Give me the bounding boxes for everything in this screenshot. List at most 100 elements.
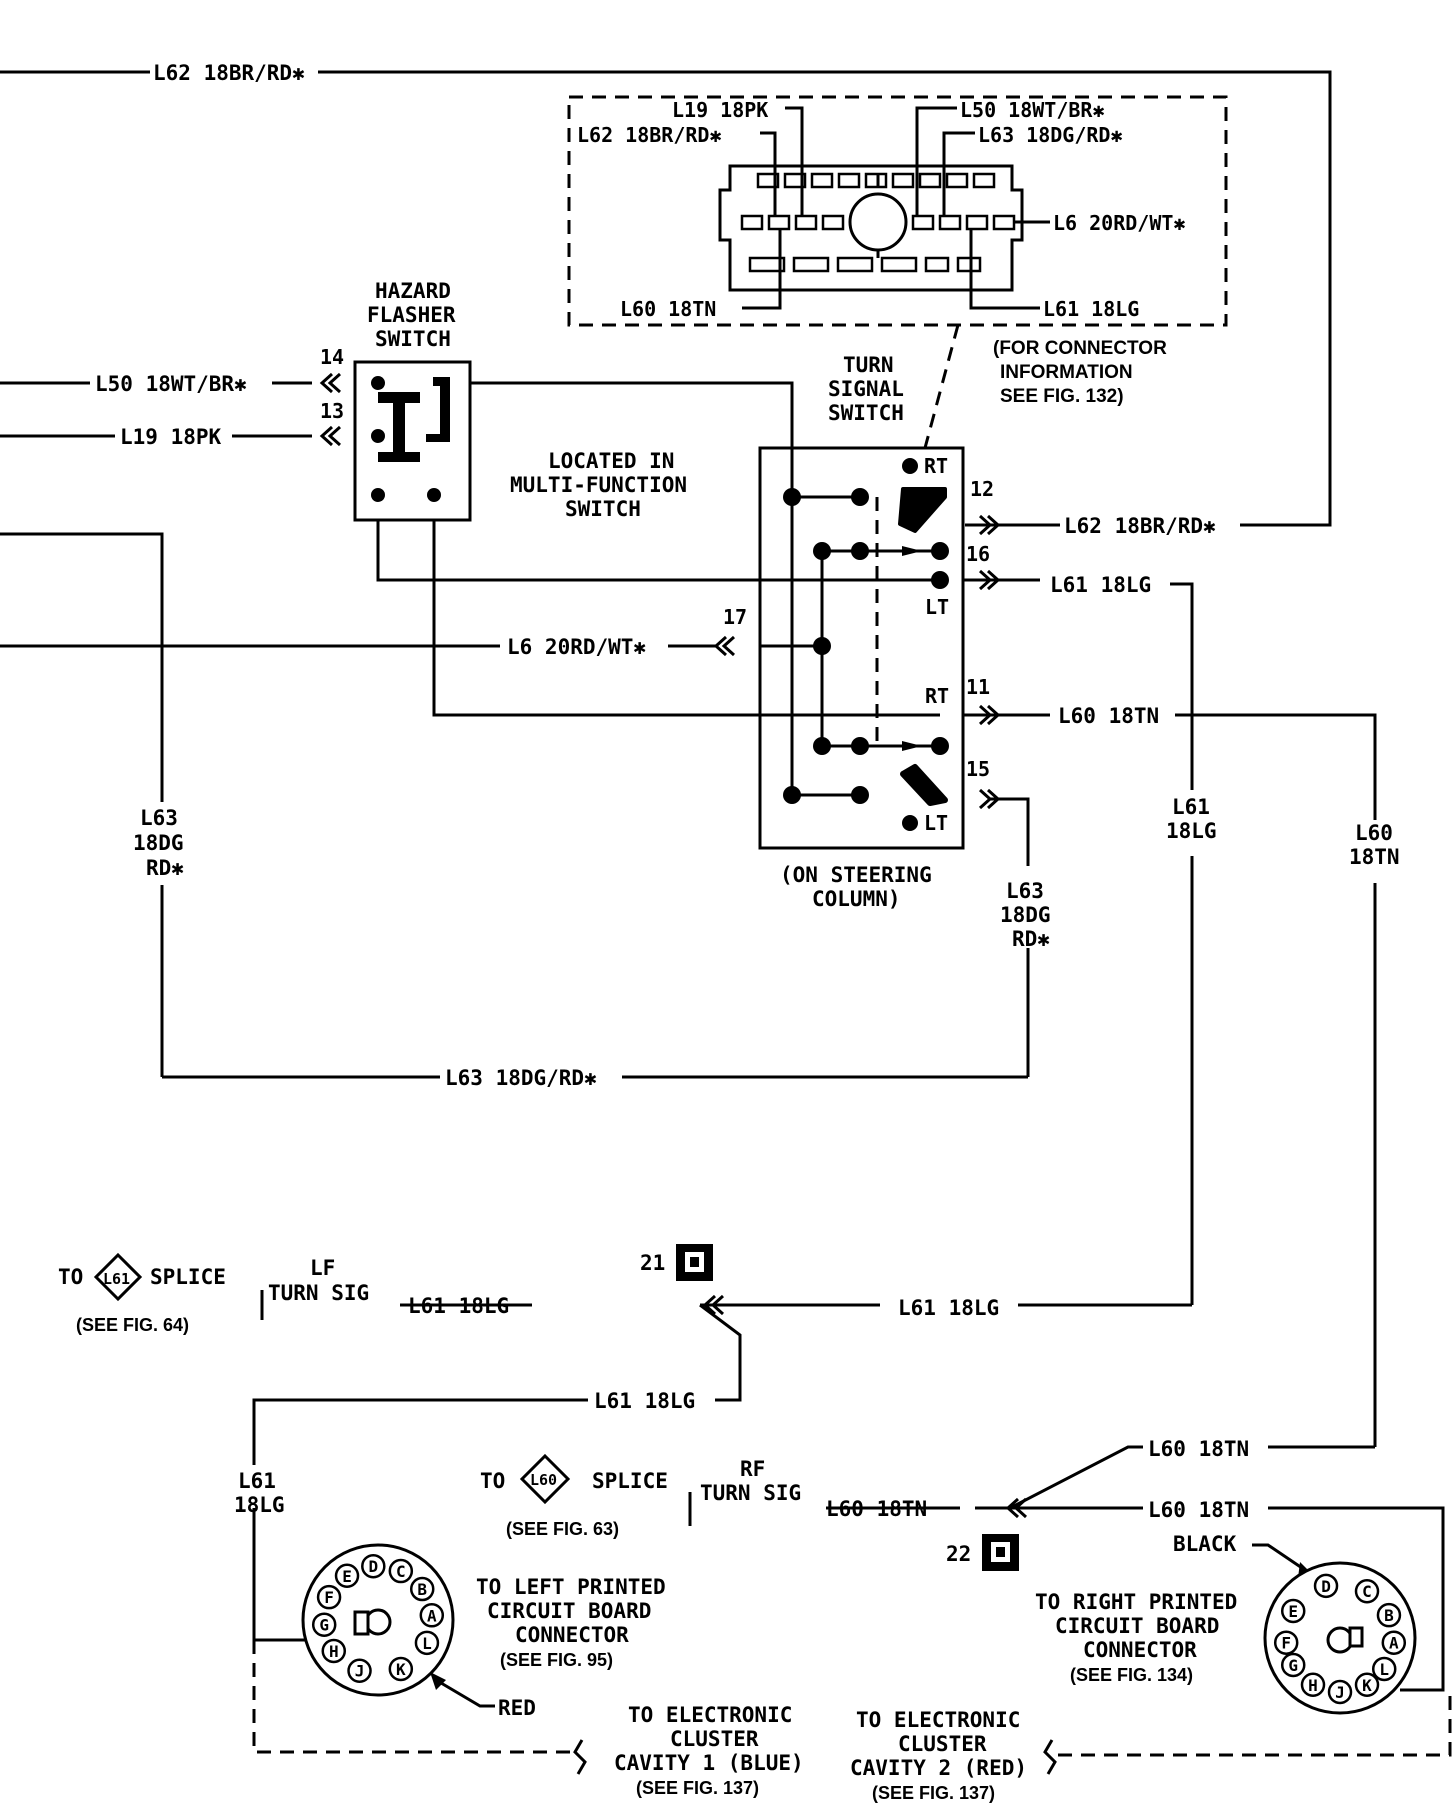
- pin-g-circle: [1280, 1652, 1306, 1678]
- lm-to: TO: [480, 1469, 505, 1493]
- left-pcb-red: RED: [498, 1696, 536, 1720]
- lm-splice-id: L60: [530, 1471, 557, 1489]
- cluster1-see: (SEE FIG. 137): [636, 1778, 759, 1798]
- c21-label: 21: [640, 1251, 665, 1275]
- pin-f-circle: [1273, 1630, 1299, 1655]
- hazard-label-3: SWITCH: [375, 327, 451, 351]
- pin-f-circle: [316, 1584, 342, 1610]
- wire-l61-low-vert-2: 18LG: [234, 1493, 285, 1517]
- connector-21: 21: [640, 1244, 725, 1316]
- connector-22: 22: [946, 1497, 1028, 1571]
- wire-l61-lower-b: L61 18LG: [898, 1296, 999, 1320]
- conn-label-l60: L60 18TN: [620, 297, 716, 321]
- pin-14: 14: [320, 345, 344, 369]
- pin-b-circle: [1376, 1602, 1402, 1628]
- wire-l63-left-3: RD✱: [146, 856, 184, 880]
- wire-l19-left: L19 18PK: [120, 425, 222, 449]
- l60-splice-diamond: [519, 1453, 571, 1505]
- ll-lf: LF: [310, 1256, 335, 1280]
- pin-d-label: D: [368, 1557, 378, 1576]
- pin-e-circle: [1280, 1598, 1306, 1624]
- located-label-2: MULTI-FUNCTION: [510, 473, 687, 497]
- left-pcb-line3: CONNECTOR: [515, 1623, 629, 1647]
- pin-j-label: J: [355, 1662, 365, 1681]
- pin-b-label: B: [417, 1580, 427, 1599]
- pin-b-circle: [409, 1576, 435, 1602]
- wire-l61-low-vert-1: L61: [238, 1469, 276, 1493]
- hazard-label-2: FLASHER: [367, 303, 456, 327]
- pin-k-label: K: [1362, 1676, 1372, 1695]
- turn-label-3: SWITCH: [828, 401, 904, 425]
- steering-label-2: COLUMN): [812, 887, 901, 911]
- located-label-1: LOCATED IN: [548, 449, 674, 473]
- left-pcb-line2: CIRCUIT BOARD: [487, 1599, 651, 1623]
- pin-j-circle: [1327, 1679, 1353, 1705]
- conn-label-l19: L19 18PK: [672, 98, 768, 122]
- pin-e-label: E: [342, 1567, 352, 1586]
- pin-g-label: G: [1288, 1656, 1298, 1675]
- pin-13: 13: [320, 399, 344, 423]
- wire-l50-left: L50 18WT/BR✱: [95, 372, 247, 396]
- pin-15: 15: [966, 757, 990, 781]
- hazard-flasher-switch: HAZARD FLASHER SWITCH 14 13: [319, 279, 472, 522]
- wire-l60-vert-2: 18TN: [1349, 845, 1400, 869]
- wire-l61-lower-c: L61 18LG: [594, 1389, 695, 1413]
- pin-l-circle: [414, 1630, 440, 1656]
- lower-mid-splice: TO L60 SPLICE (SEE FIG. 63) RF TURN SIG: [480, 1453, 801, 1539]
- pin-h-label: H: [1308, 1676, 1318, 1695]
- pin-f-label: F: [324, 1588, 334, 1607]
- wire-l60-lower-a: L60 18TN: [1148, 1437, 1249, 1461]
- located-label-3: SWITCH: [565, 497, 641, 521]
- conn-label-l6: L6 20RD/WT✱: [1053, 211, 1185, 235]
- cluster2-line3: CAVITY 2 (RED): [850, 1756, 1027, 1780]
- cluster1-line3: CAVITY 1 (BLUE): [614, 1751, 804, 1775]
- wire-l60-vert-1: L60: [1355, 821, 1393, 845]
- cluster1-line2: CLUSTER: [670, 1727, 759, 1751]
- wire-l62-right: L62 18BR/RD✱: [1064, 514, 1216, 538]
- wire-l61-lower-a: L61 18LG: [408, 1294, 509, 1318]
- wire-l60-lower-b: L60 18TN: [826, 1497, 927, 1521]
- ll-see: (SEE FIG. 64): [76, 1315, 189, 1335]
- wire-l63-bottom: L63 18DG/RD✱: [445, 1066, 597, 1090]
- lm-turn-sig: TURN SIG: [700, 1481, 801, 1505]
- pos-lt-2: LT: [924, 811, 948, 835]
- wire-l63-right-1: L63: [1006, 879, 1044, 903]
- turn-signal-switch: LOCATED IN MULTI-FUNCTION SWITCH TURN SI…: [510, 353, 1001, 911]
- connector-detail-frame: [567, 95, 1228, 327]
- pos-rt-1: RT: [924, 454, 948, 478]
- pin-d-label: D: [1321, 1577, 1331, 1596]
- pin-c-circle: [388, 1558, 414, 1584]
- ll-splice: SPLICE: [150, 1265, 226, 1289]
- pin-b-label: B: [1384, 1606, 1394, 1625]
- wire-l61-vert-2: 18LG: [1166, 819, 1217, 843]
- wire-l60-lower-c: L60 18TN: [1148, 1498, 1249, 1522]
- pin-a-circle: [419, 1603, 445, 1628]
- pin-h-circle: [321, 1638, 347, 1664]
- pin-c-circle: [1354, 1578, 1380, 1604]
- conn-label-l62: L62 18BR/RD✱: [577, 123, 722, 147]
- right-pcb-line3: CONNECTOR: [1083, 1638, 1197, 1662]
- pin-d-circle: [1313, 1573, 1339, 1599]
- wire-l6-mid: L6 20RD/WT✱: [507, 635, 646, 659]
- pin-f-label: F: [1281, 1634, 1291, 1653]
- lm-splice: SPLICE: [592, 1469, 668, 1493]
- wire-l63-right-3: RD✱: [1012, 927, 1050, 951]
- pos-lt-1: LT: [925, 595, 949, 619]
- left-pcb-line1: TO LEFT PRINTED: [476, 1575, 666, 1599]
- turn-label-1: TURN: [843, 353, 894, 377]
- right-pcb-line2: CIRCUIT BOARD: [1055, 1614, 1219, 1638]
- pin-j-circle: [347, 1658, 372, 1683]
- cluster2-line1: TO ELECTRONIC: [856, 1708, 1020, 1732]
- turn-label-2: SIGNAL: [828, 377, 904, 401]
- pin-11: 11: [966, 675, 990, 699]
- pos-rt-2: RT: [925, 684, 949, 708]
- conn-label-l61: L61 18LG: [1043, 297, 1139, 321]
- right-pcb-line1: TO RIGHT PRINTED: [1035, 1590, 1237, 1614]
- pin-l-label: L: [422, 1634, 432, 1653]
- pin-j-label: J: [1335, 1683, 1345, 1702]
- c22-label: 22: [946, 1542, 971, 1566]
